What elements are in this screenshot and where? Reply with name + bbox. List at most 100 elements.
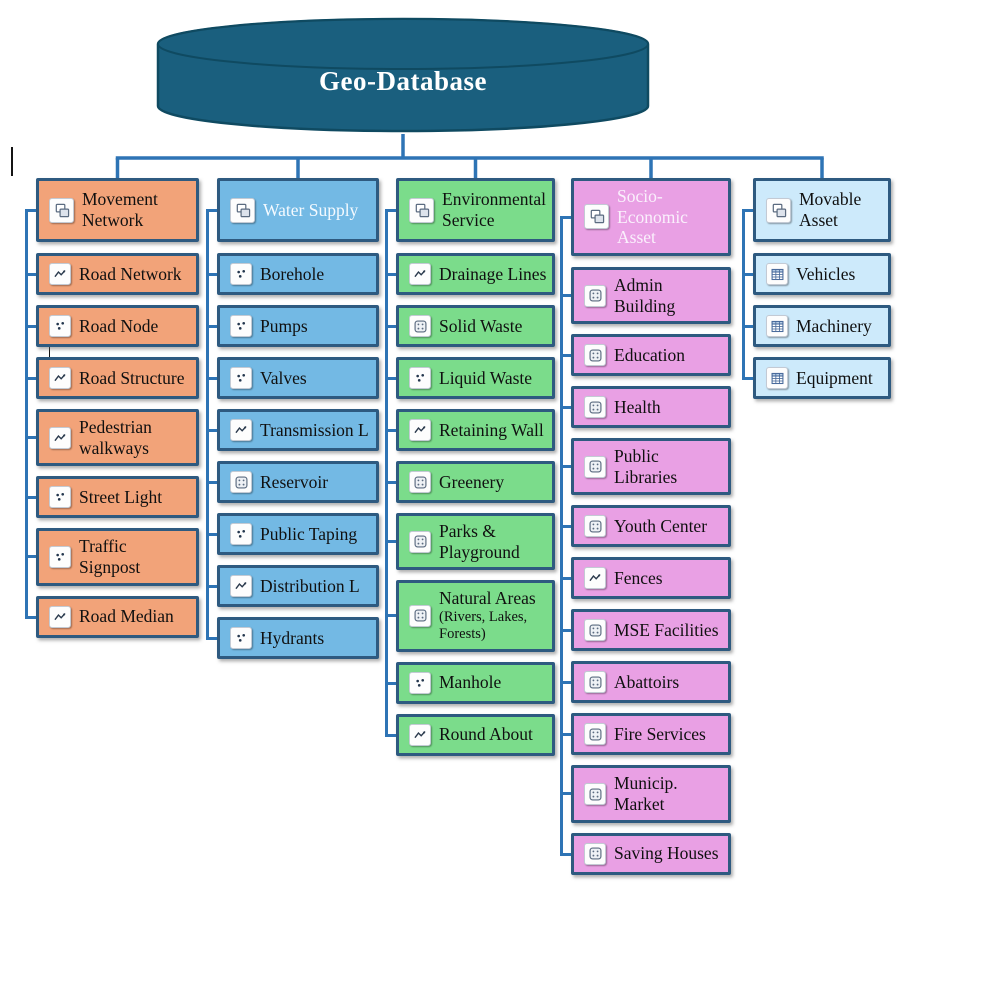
category-label: Water Supply — [263, 199, 359, 220]
polygon-icon — [584, 455, 606, 478]
node-reservoir: Reservoir — [217, 461, 379, 503]
connector-tick — [560, 405, 571, 409]
node-label: Municip. Market — [614, 773, 678, 815]
node-text: MSE Facilities — [614, 620, 719, 641]
category-label: Movable Asset — [799, 189, 862, 230]
connector-tick — [206, 272, 217, 276]
point-icon — [230, 627, 252, 649]
node-text: Equipment — [796, 368, 873, 389]
connector-tick — [560, 680, 571, 684]
node-text: Borehole — [260, 264, 324, 285]
layers-icon — [409, 197, 434, 223]
connector-tick — [25, 208, 36, 212]
point-icon — [409, 671, 431, 694]
polygon-icon — [584, 619, 606, 642]
node-text: Youth Center — [614, 516, 707, 537]
table-icon — [766, 263, 788, 285]
node-text: Valves — [260, 368, 307, 389]
node-label: Round About — [439, 724, 533, 745]
node-admin-building: Admin Building — [571, 266, 731, 325]
column-connector-line — [560, 217, 563, 854]
node-text: Water Supply — [263, 200, 358, 221]
connector-tick — [560, 353, 571, 357]
node-vehicles: Vehicles — [753, 253, 891, 295]
connector-tick — [206, 208, 217, 212]
node-label: Abattoirs — [614, 672, 680, 693]
node-text: Public Libraries — [614, 446, 723, 487]
connector-tick — [385, 540, 396, 543]
node-street-light: Street Light — [36, 476, 199, 519]
node-text: Transmission L — [260, 420, 369, 441]
text-cursor-artifact — [49, 340, 50, 363]
node-road-node: Road Node — [36, 305, 199, 347]
node-retaining-wall: Retaining Wall — [396, 409, 555, 451]
point-icon — [230, 315, 252, 337]
connector-tick — [206, 636, 217, 640]
node-label: Drainage Lines — [439, 263, 547, 284]
node-text: Pumps — [260, 316, 308, 337]
node-text: Education — [614, 345, 685, 366]
line-icon — [49, 367, 71, 389]
node-label: Fire Services — [614, 724, 706, 745]
node-equipment: Equipment — [753, 357, 891, 399]
connector-tick — [560, 465, 571, 468]
category-header-movement-network: Movement Network — [36, 178, 199, 242]
node-text: Public Taping — [260, 524, 357, 545]
connector-tick — [206, 480, 217, 484]
connector-tick — [385, 733, 396, 737]
polygon-icon — [584, 396, 606, 419]
node-text: Reservoir — [260, 472, 328, 493]
node-label: Solid Waste — [439, 315, 523, 336]
node-label: MSE Facilities — [614, 620, 719, 641]
node-text: Road Network — [79, 264, 182, 285]
connector-tick — [385, 324, 396, 328]
node-label: Traffic Signpost — [79, 536, 141, 577]
line-icon — [584, 567, 606, 590]
node-label: Retaining Wall — [439, 419, 544, 440]
connector-tick — [25, 555, 36, 558]
node-label: Greenery — [439, 471, 505, 492]
node-text: Abattoirs — [614, 672, 679, 693]
node-text: Road Structure — [79, 368, 184, 389]
node-label: Distribution L — [260, 575, 360, 596]
node-text: Movable Asset — [799, 189, 883, 230]
node-label: Street Light — [79, 486, 163, 507]
node-text: Round About — [439, 724, 533, 745]
node-label: Saving Houses — [614, 843, 719, 864]
category-header-socio-economic-asset: Socio-Economic Asset — [571, 178, 731, 256]
line-icon — [409, 419, 431, 441]
point-icon — [409, 367, 431, 389]
node-saving-houses: Saving Houses — [571, 832, 731, 875]
node-valves: Valves — [217, 357, 379, 399]
point-icon — [230, 263, 252, 285]
node-road-structure: Road Structure — [36, 357, 199, 399]
column-connector-line — [206, 210, 209, 638]
node-sublabel: (Rivers, Lakes, Forests) — [439, 608, 528, 643]
database-cylinder-shape — [156, 17, 650, 133]
node-manhole: Manhole — [396, 661, 555, 704]
connector-tick — [25, 495, 36, 499]
category-label: Movement Network — [82, 189, 158, 230]
node-text: Traffic Signpost — [79, 536, 191, 577]
connector-tick — [206, 584, 217, 588]
connector-tick — [560, 628, 571, 632]
connector-tick — [560, 576, 571, 580]
node-text: Retaining Wall — [439, 420, 544, 441]
connector-tick — [560, 852, 571, 856]
connector-tick — [560, 294, 571, 297]
line-icon — [409, 723, 431, 746]
connector-tick — [385, 208, 396, 212]
node-label: Equipment — [796, 367, 873, 388]
layers-icon — [49, 197, 74, 223]
diagram-title: Geo-Database — [319, 66, 487, 96]
connector-tick — [385, 428, 396, 432]
polygon-icon — [584, 344, 606, 367]
category-label: Environmental Service — [442, 189, 547, 230]
node-label: Borehole — [260, 263, 325, 284]
point-icon — [49, 486, 71, 509]
node-label: Manhole — [439, 672, 502, 693]
node-text: Fire Services — [614, 724, 706, 745]
connector-tick — [25, 324, 36, 328]
